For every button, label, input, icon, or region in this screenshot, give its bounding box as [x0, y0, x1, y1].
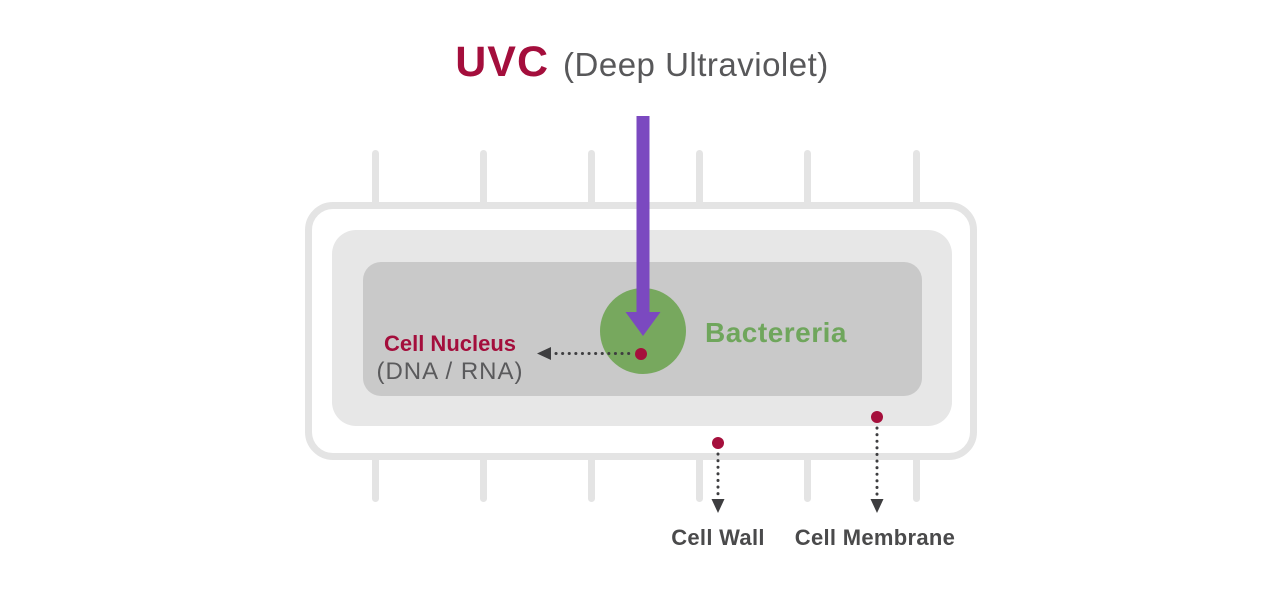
cell-wall-marker-dot	[712, 437, 724, 449]
pilus-bottom-3	[588, 452, 595, 502]
pilus-top-2	[480, 150, 487, 208]
pilus-bottom-2	[480, 452, 487, 502]
title-uvc: UVC	[455, 38, 550, 86]
cell-wall-label: Cell Wall	[671, 525, 765, 550]
nucleus-marker-dot	[635, 348, 647, 360]
pilus-top-6	[913, 150, 920, 208]
cell-membrane-marker-dot	[871, 411, 883, 423]
nucleus-label-block: Cell Nucleus (DNA / RNA)	[344, 331, 556, 386]
title-subtitle: (Deep Ultraviolet)	[563, 46, 829, 83]
cell-wall-pointer-arrow	[711, 452, 725, 513]
nucleus-circle	[600, 288, 686, 374]
cell-membrane-label: Cell Membrane	[794, 525, 956, 550]
pilus-top-4	[696, 150, 703, 208]
nucleus-label: Cell Nucleus	[383, 331, 517, 356]
bacteria-label: Bactereria	[705, 317, 847, 348]
pilus-bottom-6	[913, 452, 920, 502]
pilus-top-1	[372, 150, 379, 208]
pilus-top-3	[588, 150, 595, 208]
nucleus-sublabel: (DNA / RNA)	[376, 358, 524, 385]
pilus-bottom-4	[696, 452, 703, 502]
pilus-bottom-5	[804, 452, 811, 502]
pilus-top-5	[804, 150, 811, 208]
diagram-title: UVC (Deep Ultraviolet)	[0, 38, 1284, 87]
pilus-bottom-1	[372, 452, 379, 502]
